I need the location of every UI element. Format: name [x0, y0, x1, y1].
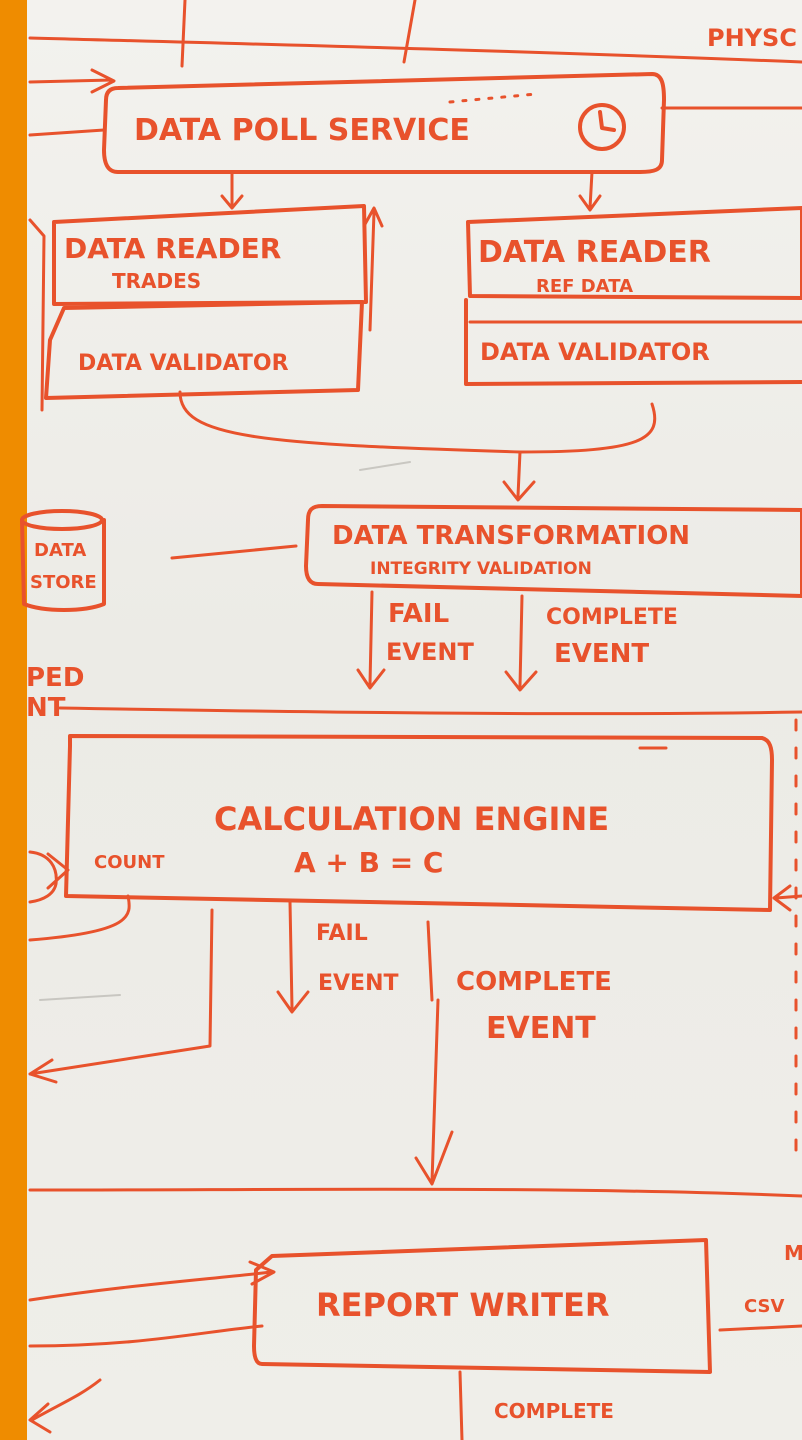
line-left [28, 128, 106, 137]
report-box [252, 1238, 712, 1374]
report-label: REPORT WRITER [316, 1286, 610, 1324]
arrow-into-calc-right [772, 884, 802, 912]
ref-subtitle: REF DATA [536, 276, 633, 297]
bottom-left-return [28, 1378, 102, 1434]
trades-box [52, 204, 368, 306]
arrow-calc-fail [276, 900, 310, 1014]
calc-complete-line1: COMPLETE [456, 967, 612, 997]
datastore-cylinder [20, 509, 106, 612]
arrow-poll-to-trades [220, 170, 244, 210]
calc-complete-line2: EVENT [486, 1011, 596, 1046]
calc-count: COUNT [94, 852, 165, 873]
divider-above-report [28, 1187, 802, 1198]
report-line-left [28, 1324, 264, 1348]
arrow-into-poll [28, 68, 116, 94]
poll-label: DATA POLL SERVICE [134, 113, 470, 148]
arrow-into-transform [502, 450, 536, 502]
arrow-transform-complete [504, 594, 538, 692]
clock-icon [578, 103, 626, 151]
divider-above-calc [58, 706, 802, 716]
line-store-to-transform [170, 544, 298, 560]
report-right-line [718, 1324, 802, 1332]
poll-box [102, 72, 666, 174]
ref-validator-box [464, 298, 802, 386]
report-partial: M [784, 1241, 802, 1265]
arrow-up-return [362, 206, 384, 332]
left-partial-line1: PED [26, 663, 84, 693]
arrow-poll-to-ref [578, 170, 602, 212]
calc-title: CALCULATION ENGINE [214, 800, 609, 838]
left-side-bracket [28, 218, 46, 412]
fail-return-line [28, 908, 214, 1084]
trades-validator-label: DATA VALIDATOR [78, 351, 289, 376]
transform-title: DATA TRANSFORMATION [332, 521, 690, 551]
bottom-complete: COMPLETE [494, 1399, 614, 1423]
board-smudge [359, 461, 411, 471]
arrow-into-report [28, 1260, 276, 1302]
report-down-line [458, 1370, 464, 1440]
transform-complete-line1: COMPLETE [546, 605, 678, 630]
trades-validator-box [44, 300, 364, 400]
calc-fail-line1: FAIL [316, 921, 368, 946]
calc-formula: A + B = C [294, 846, 443, 879]
transform-fail-line2: EVENT [386, 638, 474, 666]
calc-box [64, 734, 774, 912]
top-right-label: PHYSC [707, 24, 797, 52]
left-accent-bar [0, 0, 27, 1440]
transform-fail-line1: FAIL [388, 599, 449, 629]
arrow-calc-complete [414, 998, 454, 1186]
top-divider-line [28, 36, 802, 64]
report-csv: CSV [744, 1296, 785, 1317]
connector-line [402, 0, 417, 64]
board-smudge [39, 994, 121, 1001]
calc-fail-right-bar [426, 920, 434, 1002]
arrow-transform-fail [356, 590, 386, 690]
calc-box-mark [638, 736, 668, 750]
calc-fail-line2: EVENT [318, 971, 399, 996]
merge-line-left [178, 390, 522, 454]
trades-subtitle: TRADES [112, 269, 201, 293]
trades-title: DATA READER [64, 232, 281, 265]
transform-complete-line2: EVENT [554, 639, 649, 669]
connector-line [180, 0, 187, 68]
arrow-into-count [28, 850, 70, 904]
transform-subtitle: INTEGRITY VALIDATION [370, 559, 592, 579]
count-loop-line [28, 894, 131, 942]
transform-box [304, 504, 802, 598]
datastore-line2: STORE [30, 572, 97, 593]
datastore-line1: DATA [34, 540, 86, 561]
ref-validator-label: DATA VALIDATOR [480, 338, 710, 366]
merge-line-right [518, 402, 657, 454]
ref-box [466, 206, 802, 300]
ref-title: DATA READER [478, 235, 711, 270]
poll-dotted-mark [448, 92, 538, 104]
